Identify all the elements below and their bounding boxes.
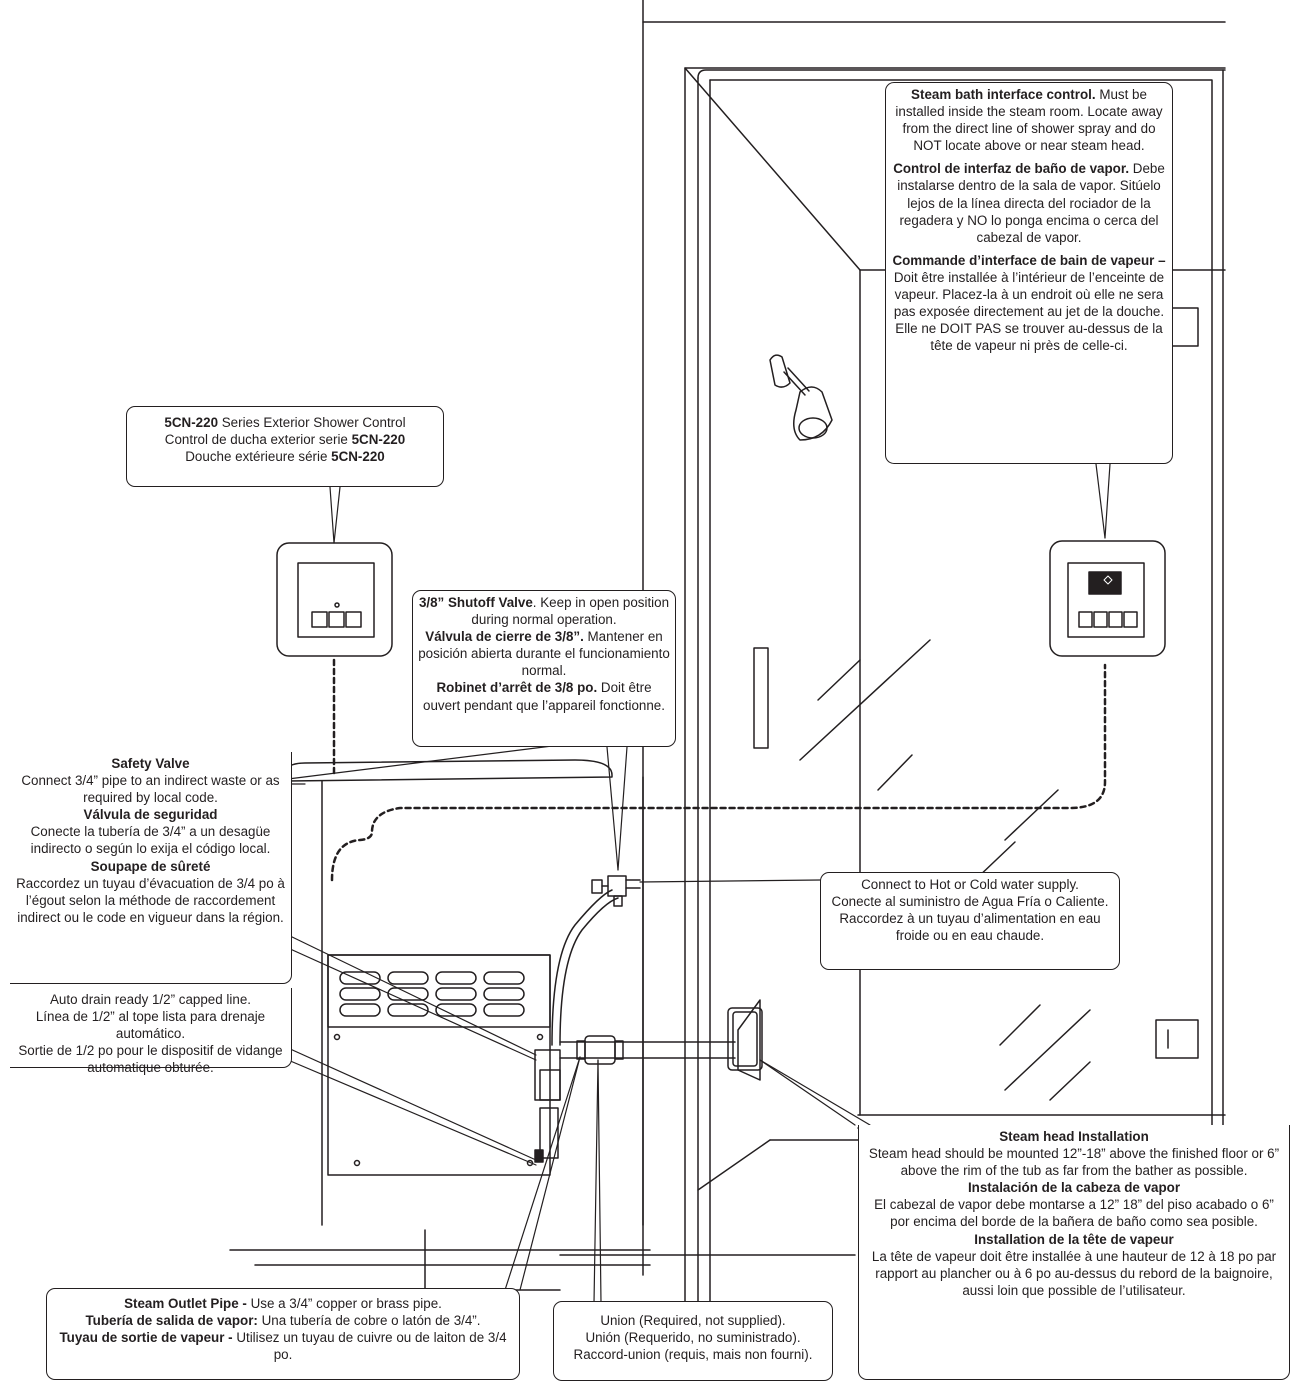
water-supply-en-text: Connect to Hot or Cold water supply. — [861, 877, 1079, 892]
steam-outlet-es-text: Una tubería de cobre o latón de 3/4”. — [257, 1313, 481, 1329]
exterior-control-model-en: 5CN-220 — [164, 415, 219, 430]
safety-valve-es-title: Válvula de seguridad — [83, 807, 218, 823]
steam-head-fr-text: La tête de vapeur doit être installée à … — [871, 1248, 1277, 1298]
interface-control-fr-text: Doit être installée à l’intérieur de l’e… — [893, 269, 1165, 354]
water-supply-fr-text: Raccordez à un tuyau d’alimentation en e… — [839, 911, 1101, 944]
safety-valve-es-text: Conecte la tubería de 3/4” a un desagüe … — [30, 824, 271, 857]
auto-drain-callout: Auto drain ready 1/2” capped line. Línea… — [10, 988, 292, 1075]
interface-control-es-title: Control de interfaz de baño de vapor. — [893, 161, 1130, 177]
steam-generator — [284, 759, 644, 1306]
shutoff-valve-en-title: 3/8” Shutoff Valve — [418, 595, 533, 610]
shutoff-valve-en-text: . Keep in open position during normal op… — [471, 595, 670, 628]
safety-valve-callout: Safety Valve Connect 3/4” pipe to an ind… — [10, 752, 292, 984]
steam-bath-interface-control — [1049, 540, 1166, 657]
steam-outlet-fr-text: Utilisez un tuyau de cuivre ou de laiton… — [232, 1330, 507, 1363]
vent-slots — [339, 971, 525, 1017]
union-fr-text: Raccord-union (requis, mais non fourni). — [573, 1347, 813, 1363]
steam-head-en-text: Steam head should be mounted 12”-18” abo… — [868, 1146, 1280, 1179]
steam-head-callout: Steam head Installation Steam head shoul… — [858, 1125, 1290, 1380]
interface-control-fr-title: Commande d’interface de bain de vapeur – — [892, 252, 1166, 268]
safety-valve-en-title: Safety Valve — [111, 756, 190, 771]
steam-head-es-text: El cabezal de vapor debe montarse a 12” … — [874, 1197, 1274, 1230]
shower-head — [769, 354, 833, 441]
shutoff-valve-es-text: Mantener en posición abierta durante el … — [418, 629, 670, 679]
exterior-control-en-text: Series Exterior Shower Control — [218, 415, 406, 430]
exterior-control-model-fr: 5CN-220 — [331, 449, 385, 465]
interface-control-es-text: Debe instalarse dentro de la sala de vap… — [897, 161, 1165, 245]
exterior-control-model-es: 5CN-220 — [351, 432, 406, 448]
steam-head-en-title: Steam head Installation — [999, 1129, 1149, 1144]
leader-lines — [279, 463, 1111, 1304]
exterior-control-fr-text: Douche extérieure série — [185, 449, 332, 465]
steam-outlet-en-text: Use a 3/4” copper or brass pipe. — [246, 1296, 442, 1311]
steam-outlet-es-title: Tubería de salida de vapor: — [85, 1313, 258, 1329]
union-callout: Union (Required, not supplied). Unión (R… — [553, 1301, 833, 1381]
safety-valve-en-text: Connect 3/4” pipe to an indirect waste o… — [21, 773, 280, 806]
shutoff-valve-callout: 3/8” Shutoff Valve. Keep in open positio… — [412, 590, 676, 747]
water-supply-es-text: Conecte al suministro de Agua Fría o Cal… — [831, 894, 1109, 910]
union-es-text: Unión (Requerido, no suministrado). — [585, 1330, 801, 1346]
interface-control-callout: Steam bath interface control. Must be in… — [885, 82, 1173, 464]
control-cables — [330, 658, 1107, 882]
steam-outlet-pipe — [534, 999, 763, 1159]
safety-valve-fr-title: Soupape de sûreté — [90, 858, 211, 874]
steam-outlet-callout: Steam Outlet Pipe - Use a 3/4” copper or… — [46, 1288, 520, 1380]
safety-valve-fr-text: Raccordez un tuyau d’évacuation de 3/4 p… — [16, 875, 285, 925]
steam-outlet-fr-title: Tuyau de sortie de vapeur - — [59, 1330, 233, 1346]
shutoff-valve-fr-text: Doit être ouvert pendant que l’appareil … — [423, 680, 665, 713]
steam-head-fr-title: Installation de la tête de vapeur — [974, 1231, 1174, 1247]
union-en-text: Union (Required, not supplied). — [600, 1313, 786, 1328]
auto-drain-es-text: Línea de 1/2” al tope lista para drenaje… — [35, 1009, 266, 1042]
water-supply-callout: Connect to Hot or Cold water supply. Con… — [820, 872, 1120, 970]
exterior-shower-control — [276, 542, 393, 657]
steam-outlet-en-title: Steam Outlet Pipe - — [124, 1296, 247, 1311]
shutoff-valve-fr-title: Robinet d’arrêt de 3/8 po. — [436, 680, 598, 696]
shutoff-valve-es-title: Válvula de cierre de 3/8”. — [425, 629, 584, 645]
exterior-control-callout: 5CN-220 Series Exterior Shower Control C… — [126, 406, 444, 487]
door-handle — [753, 647, 769, 749]
interface-control-en-title: Steam bath interface control. — [911, 87, 1096, 102]
auto-drain-en-text: Auto drain ready 1/2” capped line. — [50, 992, 251, 1007]
exterior-control-es-text: Control de ducha exterior serie — [164, 432, 352, 448]
steam-head-es-title: Instalación de la cabeza de vapor — [967, 1180, 1181, 1196]
interface-control-en-text: Must be installed inside the steam room.… — [895, 87, 1163, 154]
water-supply-line — [551, 875, 641, 1046]
auto-drain-fr-text: Sortie de 1/2 po pour le dispositif de v… — [18, 1043, 283, 1076]
